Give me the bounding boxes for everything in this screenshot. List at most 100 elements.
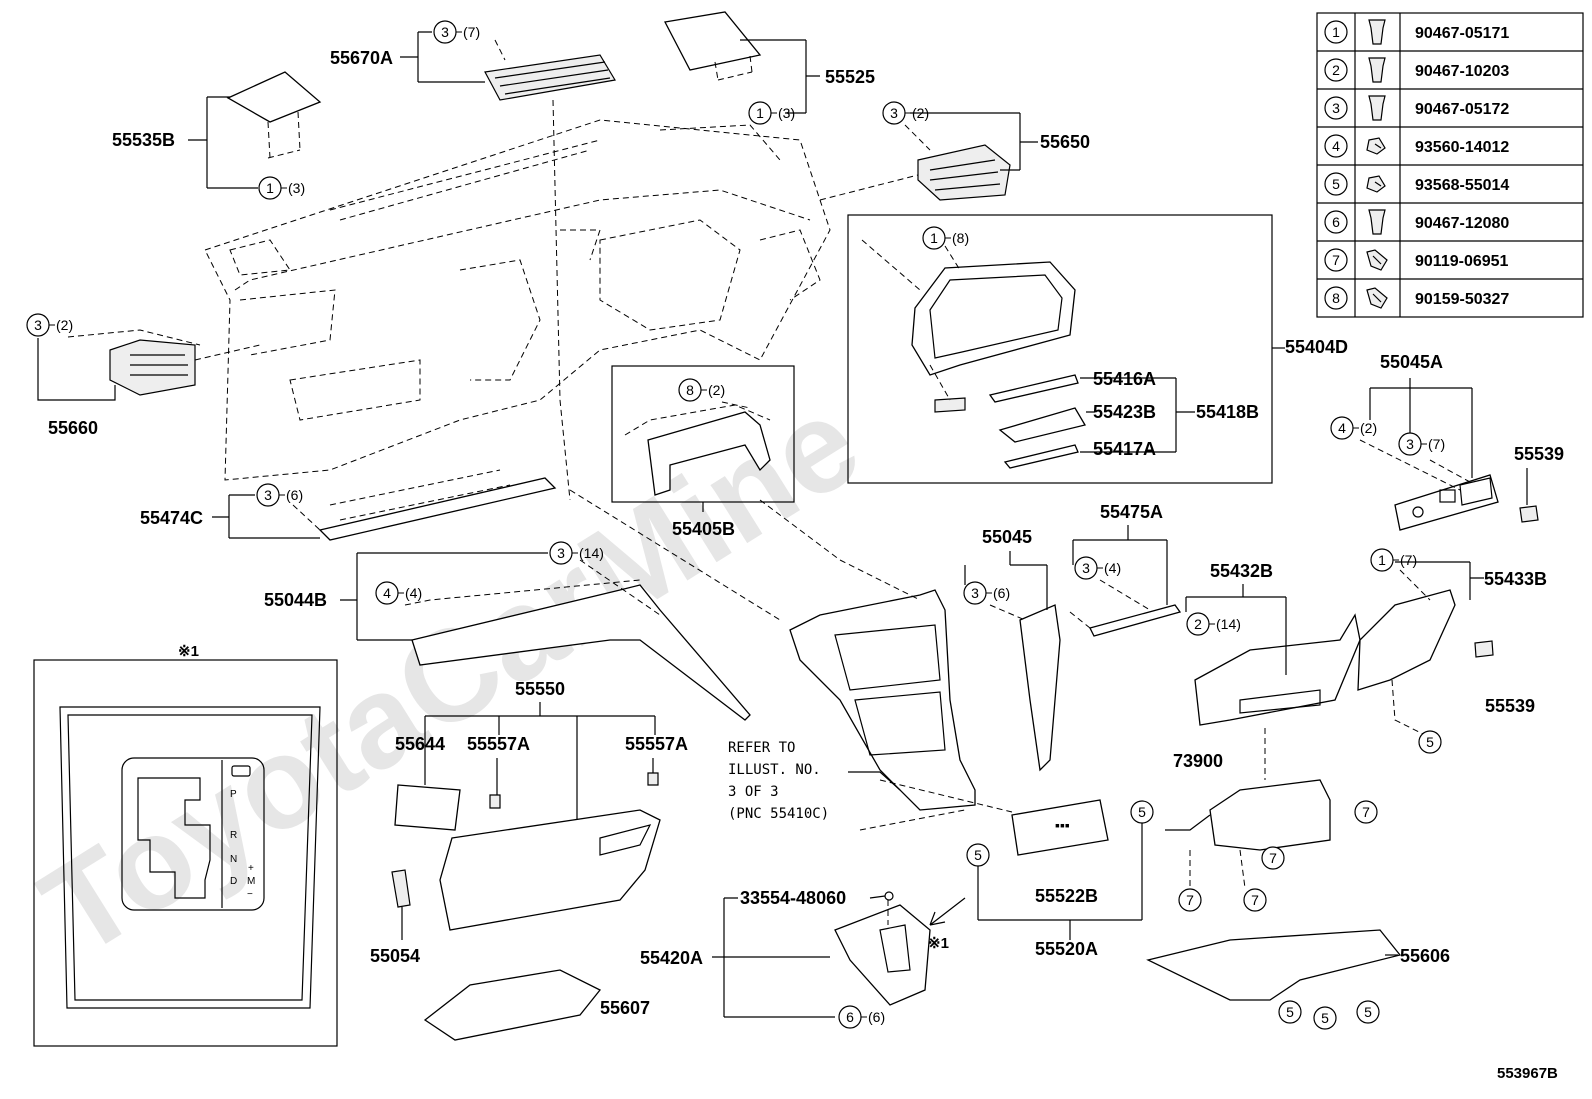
- switch-55539-top: [1519, 505, 1539, 523]
- box-55404d: [847, 214, 1273, 484]
- meter-clip-part: [934, 397, 966, 413]
- label-55525: 55525: [825, 67, 875, 87]
- shift-panel-55420a: [834, 904, 931, 1006]
- svg-text:7: 7: [1269, 850, 1277, 866]
- bracket-55405b: [647, 411, 771, 496]
- callout-single: 5: [1130, 800, 1154, 824]
- callout-c-3-7: 3(7): [433, 20, 480, 44]
- callout-c-3-14: 3(14): [549, 541, 604, 565]
- svg-text:(4): (4): [405, 585, 422, 601]
- label-55420a: 55420A: [640, 948, 703, 968]
- label-55660: 55660: [48, 418, 98, 438]
- svg-text:(6): (6): [868, 1009, 885, 1025]
- fastener-part-number: 90467-05171: [1415, 25, 1509, 42]
- inset-arrow-mark: ※1: [928, 935, 949, 952]
- label-55670a: 55670A: [330, 48, 393, 68]
- panel-55044b: [411, 584, 751, 721]
- label-55432b: 55432B: [1210, 561, 1273, 581]
- svg-text:ILLUST. NO.: ILLUST. NO.: [728, 762, 821, 778]
- fastener-part-number: 93560-14012: [1415, 139, 1509, 156]
- leader-lines: [37, 31, 1528, 1018]
- svg-text:7: 7: [1362, 804, 1370, 820]
- fastener-number: 8: [1332, 290, 1340, 306]
- fastener-number-circle: [1324, 286, 1348, 310]
- svg-text:1: 1: [756, 105, 764, 121]
- side-vent-55650: [917, 144, 1011, 201]
- shifter-letter: P: [230, 789, 237, 800]
- fastener-part-number: 90467-12080: [1415, 215, 1509, 232]
- label-55433b: 55433B: [1484, 569, 1547, 589]
- clip-icon: [1368, 95, 1386, 121]
- callout-single: 7: [1354, 800, 1378, 824]
- svg-text:3: 3: [971, 585, 979, 601]
- cushion-55557a-right: [647, 772, 659, 786]
- svg-text:5: 5: [1138, 804, 1146, 820]
- screw-icon: [1366, 175, 1386, 193]
- svg-text:(2): (2): [1360, 420, 1377, 436]
- svg-text:5: 5: [974, 847, 982, 863]
- fastener-part-number: 90467-05172: [1415, 101, 1509, 118]
- label-55606: 55606: [1400, 946, 1450, 966]
- svg-text:5: 5: [1321, 1010, 1329, 1026]
- svg-text:2: 2: [1194, 616, 1202, 632]
- callout-c-4-2: 4(2): [1330, 416, 1377, 440]
- svg-text:3: 3: [890, 105, 898, 121]
- callout-c-3-2b: 3(2): [26, 313, 73, 337]
- svg-text:7: 7: [1251, 892, 1259, 908]
- svg-text:(7): (7): [1428, 436, 1445, 452]
- undercover-55606: [1146, 929, 1402, 1001]
- panel-55423b: [998, 407, 1087, 443]
- lock-55054: [391, 869, 411, 908]
- clip-icon: [1368, 57, 1386, 83]
- label-55607: 55607: [600, 998, 650, 1018]
- callout-c-6-6: 6 (6): [838, 1005, 885, 1029]
- callout-c-3-2a: 3(2): [882, 101, 929, 125]
- svg-text:6: 6: [846, 1009, 854, 1025]
- fastener-number: 1: [1332, 24, 1340, 40]
- callout-single: 7: [1178, 888, 1202, 912]
- label-55044b: 55044B: [264, 590, 327, 610]
- refer-note: REFER TO ILLUST. NO. 3 OF 3 (PNC 55410C): [728, 740, 829, 822]
- callout-c-1-8: 1(8): [922, 226, 969, 250]
- switch-panel-55045a: [1394, 474, 1499, 531]
- svg-text:4: 4: [383, 585, 391, 601]
- meter-hood-55404d: [911, 261, 1076, 376]
- screw-icon: [1366, 137, 1386, 155]
- callout-c-3-7b: 3(7): [1398, 432, 1445, 456]
- label-55522b: 55522B: [1035, 886, 1098, 906]
- fastener-number-circle: [1324, 172, 1348, 196]
- callout-c-3-6b: 3(6): [963, 581, 1010, 605]
- cover-55535b: [226, 71, 322, 123]
- label-55404d: 55404D: [1285, 337, 1348, 357]
- svg-text:5: 5: [1286, 1004, 1294, 1020]
- display-55522b: ▪▪▪: [1011, 799, 1109, 856]
- svg-text:(7): (7): [1400, 552, 1417, 568]
- fastener-number: 5: [1332, 176, 1340, 192]
- label-55650: 55650: [1040, 132, 1090, 152]
- label-55474c: 55474C: [140, 508, 203, 528]
- callout-single: 5: [1418, 730, 1442, 754]
- svg-text:3: 3: [557, 545, 565, 561]
- fastener-number: 3: [1332, 100, 1340, 116]
- clip-icon: [1368, 209, 1386, 235]
- shifter-letter: R: [230, 830, 237, 841]
- svg-text:3 OF 3: 3 OF 3: [728, 784, 779, 800]
- callout-single: 5: [1278, 1000, 1302, 1024]
- callout-c-1-3a: 1(3): [258, 176, 305, 200]
- fastener-number-circle: [1324, 248, 1348, 272]
- callout-c-8-2: 8(2): [678, 378, 725, 402]
- label-55418b: 55418B: [1196, 402, 1259, 422]
- fastener-part-number: 90159-50327: [1415, 291, 1509, 308]
- svg-text:(7): (7): [463, 24, 480, 40]
- center-console: [789, 589, 976, 811]
- label-55539-bottom: 55539: [1485, 696, 1535, 716]
- cushion-55557a-left: [489, 794, 501, 809]
- label-55550: 55550: [515, 679, 565, 699]
- svg-text:5: 5: [1364, 1004, 1372, 1020]
- diagram-id: 553967B: [1497, 1065, 1558, 1082]
- fastener-number-circle: [1324, 210, 1348, 234]
- svg-text:1: 1: [1378, 552, 1386, 568]
